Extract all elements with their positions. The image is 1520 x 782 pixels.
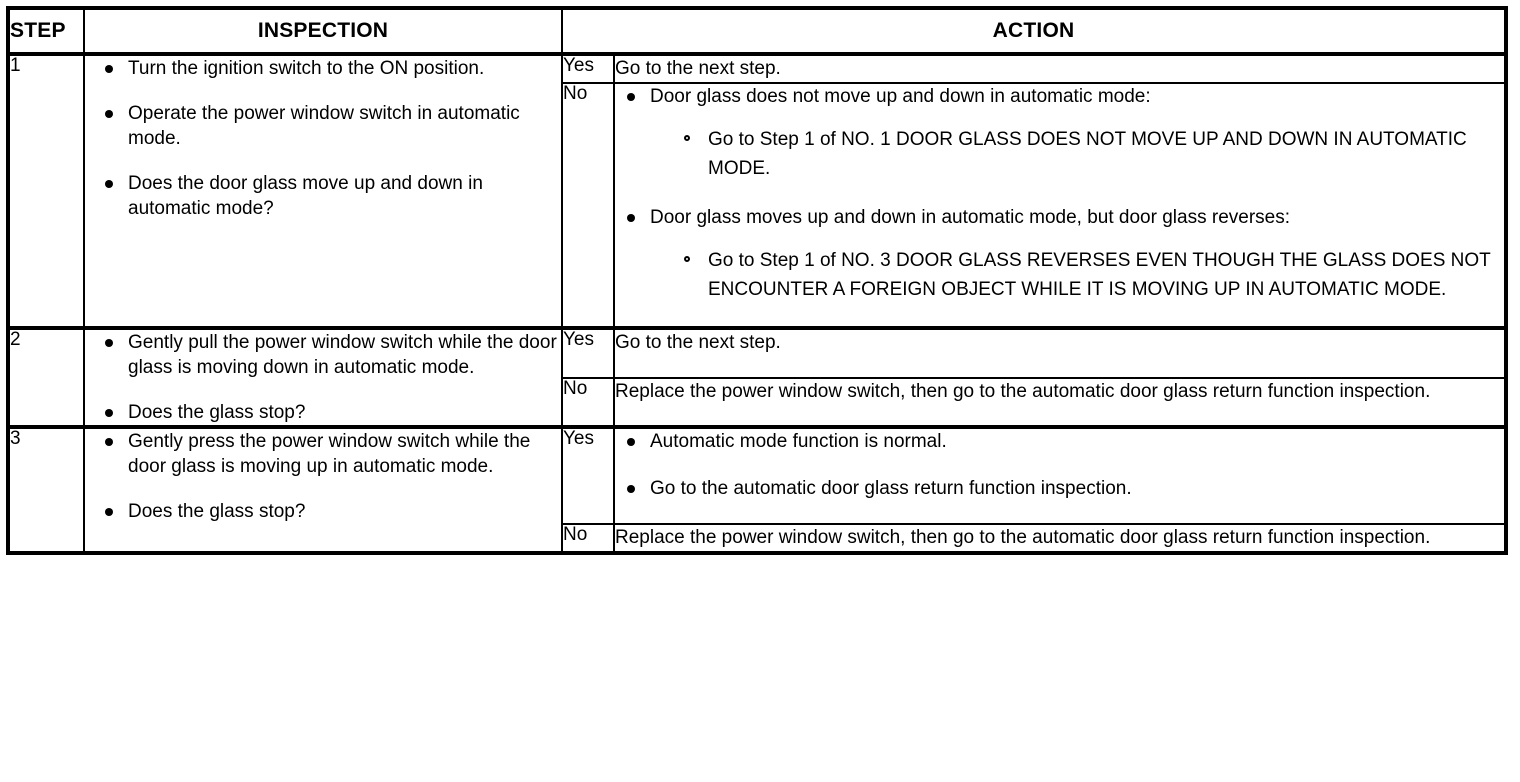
answer-label-yes: Yes (561, 425, 615, 525)
list-item: Turn the ignition switch to the ON posit… (85, 56, 561, 81)
list-item: Go to Step 1 of NO. 1 DOOR GLASS DOES NO… (650, 125, 1504, 183)
action-sub-bullet-list: Go to Step 1 of NO. 1 DOOR GLASS DOES NO… (650, 125, 1504, 183)
answer-label-yes: Yes (561, 326, 615, 379)
inspection-bullet-list: Gently press the power window switch whi… (85, 429, 561, 524)
action-bullet-list: Automatic mode function is normal. Go to… (615, 429, 1504, 501)
action-cell-step-3-no: Replace the power window switch, then go… (612, 523, 1508, 554)
action-sub-bullet-list: Go to Step 1 of NO. 3 DOOR GLASS REVERSE… (650, 246, 1504, 304)
table-header-row: STEP INSPECTION ACTION (7, 7, 1508, 56)
action-cell-step-2-yes: Go to the next step. (612, 326, 1508, 379)
step-number-3: 3 (7, 425, 85, 554)
table-row-step-1-yes: 1 Turn the ignition switch to the ON pos… (7, 52, 1508, 329)
diagnostic-troubleshooting-table: STEP INSPECTION ACTION 1 Turn the igniti… (6, 6, 1509, 555)
header-action: ACTION (560, 7, 1508, 56)
action-text: Replace the power window switch, then go… (615, 527, 1431, 548)
inspection-cell-step-3: Gently press the power window switch whi… (83, 425, 563, 554)
inspection-bullet-list: Gently pull the power window switch whil… (85, 330, 561, 425)
answer-label-no: No (561, 523, 615, 554)
list-item: Automatic mode function is normal. (615, 429, 1504, 454)
answer-label-no: No (561, 376, 615, 428)
answer-label-no: No (561, 82, 615, 329)
action-text: Door glass moves up and down in automati… (650, 207, 1290, 228)
list-item: Does the glass stop? (85, 499, 561, 524)
answer-label-yes: Yes (561, 52, 615, 84)
step-number-2: 2 (7, 326, 85, 428)
action-cell-step-1-yes: Go to the next step. (612, 52, 1508, 84)
list-item: Gently press the power window switch whi… (85, 429, 561, 479)
list-item: Gently pull the power window switch whil… (85, 330, 561, 380)
action-cell-step-2-no: Replace the power window switch, then go… (612, 376, 1508, 428)
inspection-cell-step-2: Gently pull the power window switch whil… (83, 326, 563, 428)
action-text: Go to the next step. (615, 332, 781, 353)
inspection-bullet-list: Turn the ignition switch to the ON posit… (85, 56, 561, 221)
step-number-1: 1 (7, 52, 85, 329)
list-item: Go to Step 1 of NO. 3 DOOR GLASS REVERSE… (650, 246, 1504, 304)
action-text: Replace the power window switch, then go… (615, 380, 1431, 402)
list-item: Door glass moves up and down in automati… (615, 205, 1504, 304)
header-step: STEP (7, 7, 85, 56)
table-row-step-3-no: No Replace the power window switch, then… (8, 523, 1508, 554)
action-cell-step-3-yes: Automatic mode function is normal. Go to… (612, 425, 1508, 525)
list-item: Does the door glass move up and down in … (85, 171, 561, 221)
action-bullet-list: Door glass does not move up and down in … (615, 84, 1504, 304)
inspection-cell-step-1: Turn the ignition switch to the ON posit… (83, 52, 563, 329)
list-item: Operate the power window switch in autom… (85, 101, 561, 151)
action-text: Door glass does not move up and down in … (650, 86, 1151, 107)
header-inspection: INSPECTION (83, 7, 563, 56)
table-row-step-3-yes: 3 Gently press the power window switch w… (7, 425, 1508, 554)
table-row-step-2-no: No Replace the power window switch, then… (8, 376, 1508, 428)
action-cell-step-1-no: Door glass does not move up and down in … (612, 82, 1508, 329)
action-text: Go to the next step. (615, 58, 781, 79)
table-row-step-2-yes: 2 Gently pull the power window switch wh… (7, 326, 1508, 428)
list-item: Door glass does not move up and down in … (615, 84, 1504, 183)
list-item: Go to the automatic door glass return fu… (615, 476, 1504, 501)
list-item: Does the glass stop? (85, 400, 561, 425)
table-row-step-1-no: No Door glass does not move up and down … (8, 82, 1508, 329)
